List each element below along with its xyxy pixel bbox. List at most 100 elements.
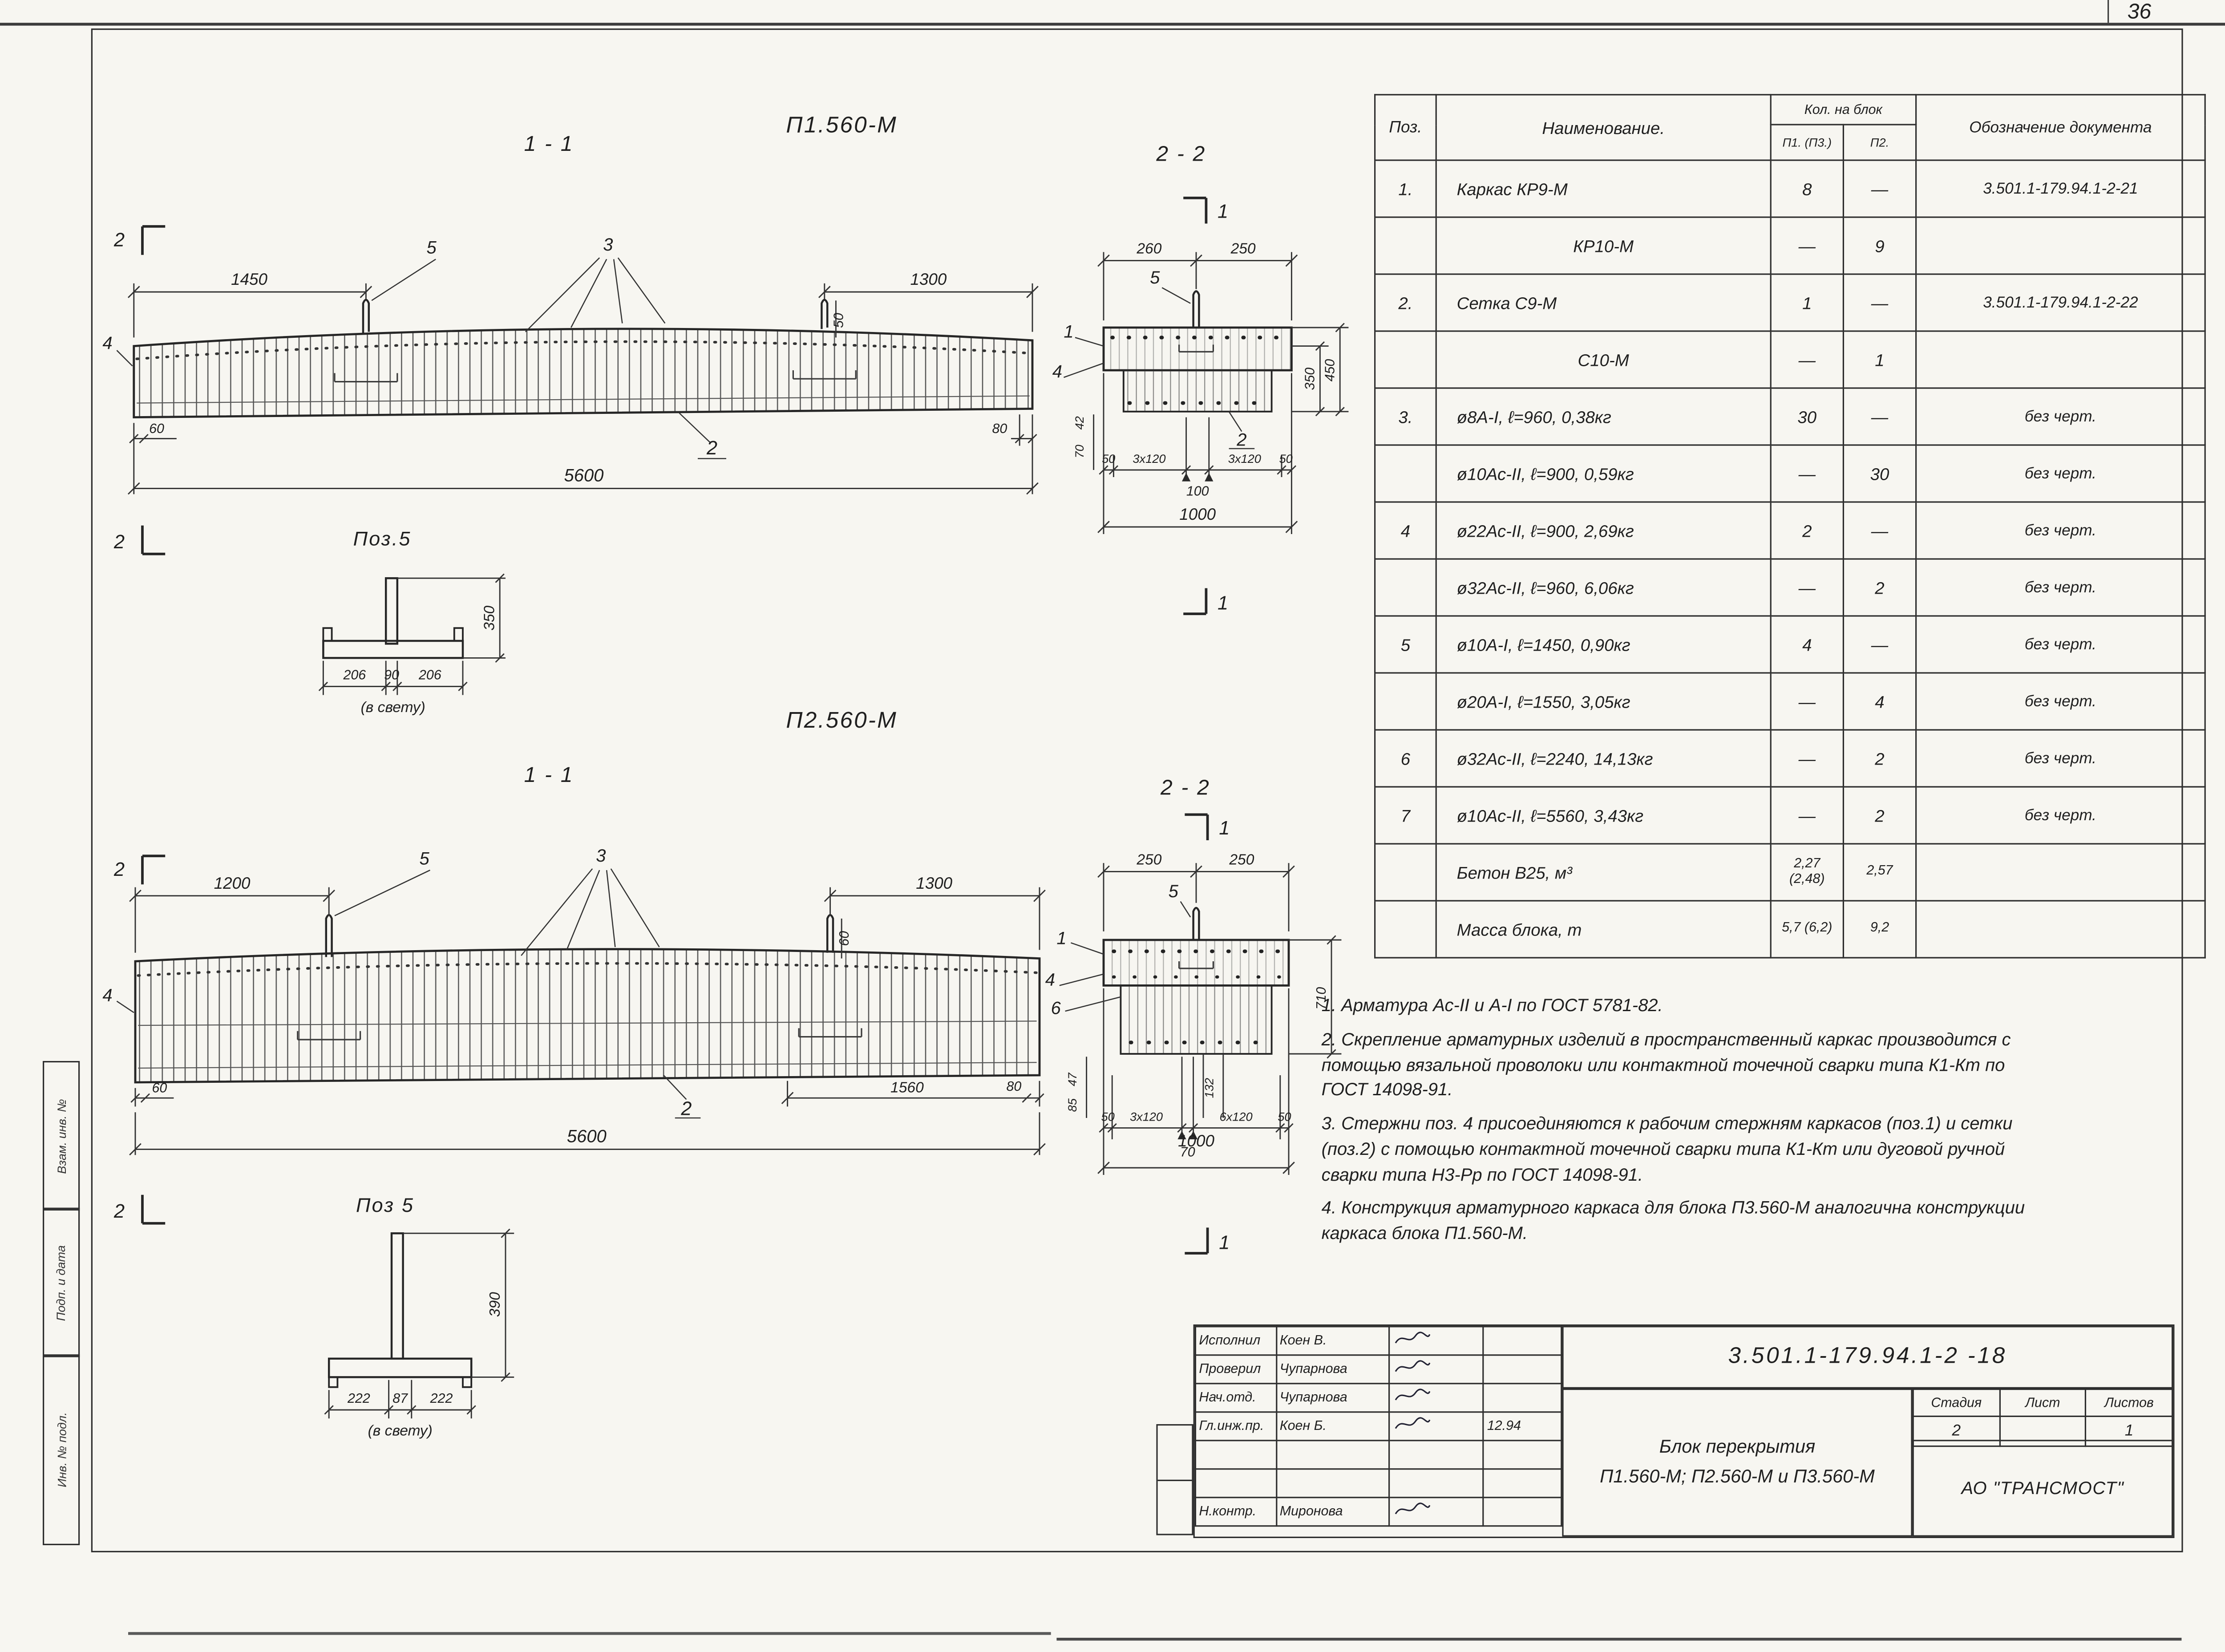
dim-1200: 1200 <box>214 874 251 892</box>
callout-4: 4 <box>102 333 112 353</box>
dim-390: 390 <box>487 1292 503 1317</box>
dim-60: 60 <box>152 1080 167 1095</box>
rebar-dotted-line <box>135 340 1031 360</box>
dim-1560: 1560 <box>890 1079 924 1096</box>
label-section-2-2-p1: 2 - 2 <box>1156 142 1206 167</box>
margin-strip-vzam: Взам. инв. № <box>43 1061 80 1211</box>
sheet-label: Лист <box>1998 1389 2087 1417</box>
center-triangles <box>1182 473 1214 482</box>
spec-header-name: Наименование. <box>1435 94 1772 161</box>
sheets-label: Листов <box>2085 1389 2173 1417</box>
leader-lines <box>1063 287 1255 449</box>
company-name: АО "ТРАНСМОСТ" <box>1912 1440 2173 1537</box>
spec-table: Поз. Наименование. Кол. на блок Обозначе… <box>1374 94 2206 959</box>
beam-outline <box>133 328 1034 419</box>
signature-mark <box>1394 1332 1430 1344</box>
signature-table: Исполнил Коен В. Проверил Чупарнова Нач.… <box>1194 1326 1562 1527</box>
stage-label: Стадия <box>1912 1389 2000 1417</box>
dim-1450: 1450 <box>231 270 267 288</box>
callout-5: 5 <box>1150 268 1160 287</box>
chain-3x120: 3х120 <box>1130 1109 1163 1123</box>
chain-50a: 50 <box>1101 1109 1114 1123</box>
p2-detail-pos5: 390 222 87 222 (в свету) <box>324 1228 514 1439</box>
stage-value: 2 <box>1912 1415 2000 1447</box>
label-section-1-1-p2: 1 - 1 <box>524 763 574 788</box>
dimension-lines <box>1093 252 1349 534</box>
chain-3x120b: 3х120 <box>1228 452 1261 466</box>
dim-5600: 5600 <box>564 466 604 486</box>
callout-4: 4 <box>1045 970 1055 989</box>
callout-1: 1 <box>1056 929 1066 948</box>
dimension-lines <box>129 887 1046 1156</box>
note-4: 4. Конструкция арматурного каркаса для б… <box>1321 1198 2025 1243</box>
margin-strip-podp: Подп. и дата <box>43 1207 80 1357</box>
sign-row: Нач.отд. Чупарнова <box>1194 1383 1562 1413</box>
dim-350: 350 <box>1303 368 1318 390</box>
callout-4: 4 <box>102 986 112 1005</box>
spec-header-q2: П2. <box>1842 124 1917 161</box>
leader-lines <box>116 257 727 459</box>
rib-outline <box>1122 369 1273 413</box>
callout-5: 5 <box>1169 882 1179 901</box>
callout-5: 5 <box>426 238 437 258</box>
section-markers <box>141 225 166 555</box>
dim-250a: 250 <box>1136 851 1161 868</box>
document-title: Блок перекрытия П1.560-М; П2.560-М и П3.… <box>1562 1389 1913 1537</box>
foot-outline <box>328 1357 473 1378</box>
title-block: Исполнил Коен В. Проверил Чупарнова Нач.… <box>1193 1324 2175 1538</box>
rib-outline <box>1120 984 1273 1055</box>
page-number: 36 <box>2127 0 2152 24</box>
sign-row <box>1194 1468 1562 1498</box>
margin-strip-vzam-label: Взам. инв. № <box>54 1098 69 1174</box>
sheet-value <box>1998 1415 2087 1447</box>
dim-100: 100 <box>1186 484 1209 499</box>
section-marker-1-top: 1 <box>1218 201 1228 223</box>
signature-mark <box>1394 1389 1430 1401</box>
section-markers <box>141 854 166 1225</box>
p2-section-2-2: 1 1 250 250 5 1 4 6 710 47 85 132 50 3х1… <box>1045 813 1342 1255</box>
chain-3x120a: 3х120 <box>1133 452 1165 466</box>
section-marker-2-bottom: 2 <box>113 531 125 553</box>
leader-lines <box>116 868 701 1119</box>
dim-47: 47 <box>1065 1073 1079 1086</box>
title-block-side-cells <box>1156 1424 1193 1535</box>
dim-80: 80 <box>1006 1079 1021 1094</box>
dim-70: 70 <box>1180 1144 1195 1159</box>
document-number: 3.501.1-179.94.1-2 -18 <box>1562 1326 2173 1389</box>
dim-1000: 1000 <box>1179 505 1216 523</box>
center-triangles <box>1177 1130 1198 1139</box>
anchor-foot <box>1178 344 1214 353</box>
anchor-stub <box>1192 290 1200 328</box>
dim-80: 80 <box>992 421 1007 436</box>
spec-header-qty: Кол. на блок <box>1770 94 1917 126</box>
dim-132: 132 <box>1202 1078 1216 1098</box>
dimension-lines <box>127 283 1039 495</box>
dim-710: 710 <box>1314 987 1329 1010</box>
dim-250b: 250 <box>1229 851 1254 868</box>
chain-50b: 50 <box>1279 452 1292 466</box>
dimension-lines <box>318 573 506 695</box>
dim-350: 350 <box>481 605 498 630</box>
sign-row <box>1194 1440 1562 1470</box>
spec-header-doc: Обозначение документа <box>1915 94 2206 161</box>
stem-outline <box>384 577 399 645</box>
notes-block: 1. Арматура Ас-II и А-I по ГОСТ 5781-82.… <box>1322 994 2045 1256</box>
anchor-stub-1 <box>362 299 370 333</box>
spec-row: КР10-М—9 <box>1374 216 2206 275</box>
margin-strip-inv: Инв. № подл. <box>43 1354 80 1545</box>
chain-50a: 50 <box>1102 452 1115 466</box>
spec-header-pos: Поз. <box>1374 94 1437 161</box>
mid-joint-line <box>138 1020 1037 1026</box>
dim-250: 250 <box>1230 241 1256 257</box>
callout-1: 1 <box>1064 322 1073 341</box>
dim-stub-50: 50 <box>831 313 846 328</box>
dim-1300: 1300 <box>916 874 952 892</box>
